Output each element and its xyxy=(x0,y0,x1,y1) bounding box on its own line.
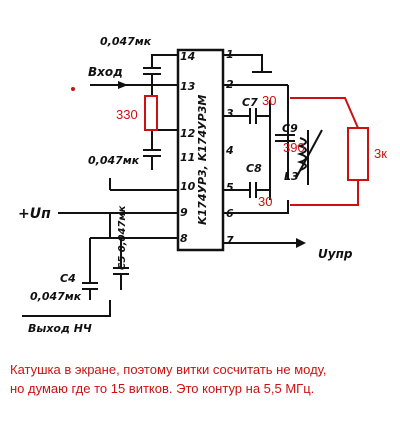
red-wire-top xyxy=(290,97,359,129)
input-resistor-value: 330 xyxy=(116,107,138,122)
cap-mid-value: 0,047мк xyxy=(88,154,140,167)
red-wire-bottom xyxy=(290,180,359,206)
supply-network xyxy=(22,212,178,317)
shunt-resistor-value: 3к xyxy=(374,146,387,161)
pin-12-label: 12 xyxy=(180,127,196,140)
input-resistor xyxy=(144,95,158,131)
red-dot xyxy=(71,87,75,91)
caption-line-2: но думаю где то 15 витков. Это контур на… xyxy=(10,381,315,396)
uupr-label: Uупр xyxy=(318,247,353,261)
pin-13-label: 13 xyxy=(180,80,196,93)
c7-value: 30 xyxy=(262,93,276,108)
pin-4-label: 4 xyxy=(225,144,234,157)
input-network xyxy=(90,54,178,191)
c4-label: C4 xyxy=(60,272,76,285)
pin-14-label: 14 xyxy=(180,50,195,63)
pin-7-label: 7 xyxy=(226,234,234,247)
shunt-resistor xyxy=(347,127,369,181)
caption-line-1: Катушка в экране, поэтому витки сосчитат… xyxy=(10,362,327,377)
l3-label: L3 xyxy=(284,170,299,183)
c7-label: C7 xyxy=(242,96,258,109)
caption: Катушка в экране, поэтому витки сосчитат… xyxy=(10,360,395,398)
ic-label: K174УР3, K174УР3М xyxy=(196,95,209,225)
pin-3-label: 3 xyxy=(226,107,234,120)
cap-top-value: 0,047мк xyxy=(100,35,152,48)
pin-11-label: 11 xyxy=(180,151,195,164)
pin-10-label: 10 xyxy=(180,180,196,193)
pin-8-label: 8 xyxy=(180,232,188,245)
c8-value: 30 xyxy=(258,194,272,209)
c5-label: C5 0,047мк xyxy=(117,205,128,270)
pin-5-label: 5 xyxy=(226,181,234,194)
supply-label: +Uп xyxy=(18,206,51,222)
c9-value: 390 xyxy=(283,140,305,155)
ic-body xyxy=(176,48,225,252)
c8-label: C8 xyxy=(246,162,262,175)
input-label: Вход xyxy=(88,65,123,79)
c4-value: 0,047мк xyxy=(30,290,82,303)
tank-circuit xyxy=(223,54,323,248)
c9-label: C9 xyxy=(282,122,298,135)
pin-9-label: 9 xyxy=(180,206,188,219)
output-label: Выход НЧ xyxy=(28,322,92,335)
